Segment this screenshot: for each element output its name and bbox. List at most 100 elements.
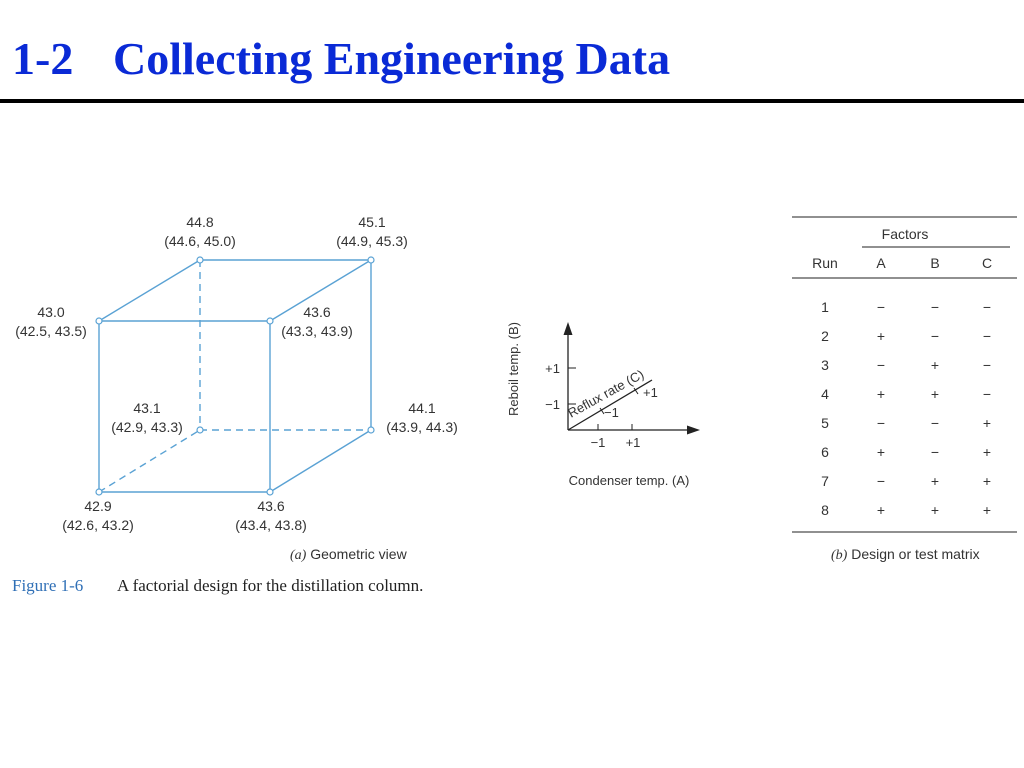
label-back-bottom-left-value: 43.1 <box>133 400 160 416</box>
table-cell: + <box>877 386 885 402</box>
figure-caption: Figure 1-6 A factorial design for the dis… <box>12 576 423 595</box>
z-plus-label: +1 <box>643 385 658 400</box>
vertex-front-top-right <box>266 317 274 325</box>
figure-label: Figure 1-6 <box>12 576 83 595</box>
table-cell: − <box>931 328 939 344</box>
cube-edge-top-left-diagonal <box>98 259 201 322</box>
x-plus-label: +1 <box>626 435 641 450</box>
z-tick-minus <box>599 407 605 415</box>
cube-edge-hidden-diagonal <box>98 429 201 493</box>
y-axis-label: Reboil temp. (B) <box>506 322 521 416</box>
label-front-bottom-left-range: (42.6, 43.2) <box>62 517 134 533</box>
table-cell: + <box>931 386 939 402</box>
table-cell: 8 <box>821 502 829 518</box>
label-back-top-left-value: 44.8 <box>186 214 213 230</box>
table-row: 4 + + − <box>821 386 991 402</box>
col-header-c: C <box>982 255 992 271</box>
caption-design-matrix: (b) Design or test matrix <box>831 546 980 563</box>
table-cell: + <box>877 444 885 460</box>
table-row: 3 − + − <box>821 357 991 373</box>
table-row: 7 − + + <box>821 473 991 489</box>
table-cell: − <box>931 299 939 315</box>
table-cell: − <box>983 386 991 402</box>
table-cell: 7 <box>821 473 829 489</box>
vertex-back-top-right <box>367 256 375 264</box>
axes-key: +1 −1 −1 +1 −1 +1 Reflux rate (C) Reboil… <box>506 322 700 488</box>
table-cell: − <box>877 299 885 315</box>
table-cell: + <box>877 328 885 344</box>
y-axis-arrowhead <box>563 322 573 335</box>
table-row: 6+−+ <box>821 444 991 460</box>
label-front-top-left-range: (42.5, 43.5) <box>15 323 87 339</box>
col-header-run: Run <box>812 255 838 271</box>
table-cell: + <box>983 473 991 489</box>
label-front-top-left-value: 43.0 <box>37 304 64 320</box>
table-row: 1 − − − <box>821 299 991 315</box>
table-body: 1−−−2+−−3−+−4++−5−−+6+−+7−++8+++ <box>821 299 991 518</box>
caption-b-text: Design or test matrix <box>847 546 979 562</box>
x-axis-label: Condenser temp. (A) <box>569 473 690 488</box>
table-cell: 2 <box>821 328 829 344</box>
label-front-bottom-right-value: 43.6 <box>257 498 284 514</box>
table-cell: − <box>877 357 885 373</box>
table-cell: 4 <box>821 386 829 402</box>
table-cell: 1 <box>821 299 829 315</box>
vertex-front-bottom-right <box>266 488 274 496</box>
vertex-back-top-left <box>196 256 204 264</box>
table-row: 2 + − − <box>821 328 991 344</box>
label-back-top-right-value: 45.1 <box>358 214 385 230</box>
x-minus-label: −1 <box>591 435 606 450</box>
table-row: 5 − − + <box>821 415 991 431</box>
label-front-top-right-value: 43.6 <box>303 304 330 320</box>
design-matrix: Factors Run A B C 1−−−2+−−3−+−4++−5−−+6+… <box>792 216 1017 563</box>
z-minus-label: −1 <box>604 405 619 420</box>
vertex-back-bottom-right <box>367 426 375 434</box>
y-minus-label: −1 <box>545 397 560 412</box>
table-cell: + <box>983 415 991 431</box>
caption-a-letter: (a) <box>290 548 307 563</box>
z-axis-line <box>567 379 653 431</box>
figure-caption-text: A factorial design for the distillation … <box>117 576 423 595</box>
cube-diagram: 44.8 (44.6, 45.0) 45.1 (44.9, 45.3) 43.0… <box>15 214 458 563</box>
table-cell: − <box>931 415 939 431</box>
table-cell: − <box>983 299 991 315</box>
table-cell: 5 <box>821 415 829 431</box>
cube-edge-top-right-diagonal <box>269 259 372 322</box>
col-header-a: A <box>876 255 886 271</box>
label-back-top-left-range: (44.6, 45.0) <box>164 233 236 249</box>
table-cell: − <box>983 357 991 373</box>
table-cell: + <box>983 444 991 460</box>
table-cell: + <box>931 357 939 373</box>
caption-b-letter: (b) <box>831 548 848 563</box>
table-group-header: Factors <box>882 226 929 242</box>
vertex-front-top-left <box>95 317 103 325</box>
table-cell: − <box>877 415 885 431</box>
label-back-bottom-left-range: (42.9, 43.3) <box>111 419 183 435</box>
label-back-top-right-range: (44.9, 45.3) <box>336 233 408 249</box>
x-axis-arrowhead <box>687 425 700 435</box>
col-header-b: B <box>930 255 939 271</box>
label-front-bottom-left-value: 42.9 <box>84 498 111 514</box>
table-row: 8 + + + <box>821 502 991 518</box>
label-front-top-right-range: (43.3, 43.9) <box>281 323 353 339</box>
table-cell: − <box>931 444 939 460</box>
table-cell: − <box>983 328 991 344</box>
table-cell: + <box>931 502 939 518</box>
z-tick-plus <box>633 387 639 395</box>
caption-a-text: Geometric view <box>306 546 407 562</box>
section-number: 1-2 <box>12 33 74 84</box>
slide-title: 1-2 Collecting Engineering Data <box>12 36 670 82</box>
table-cell: + <box>931 473 939 489</box>
table-cell: + <box>983 502 991 518</box>
y-plus-label: +1 <box>545 361 560 376</box>
label-back-bottom-right-range: (43.9, 44.3) <box>386 419 458 435</box>
section-title: Collecting Engineering Data <box>113 33 671 84</box>
table-cell: 3 <box>821 357 829 373</box>
table-cell: + <box>877 502 885 518</box>
cube-edge-bottom-right-diagonal <box>269 429 372 493</box>
title-rule <box>0 99 1024 103</box>
caption-geometric-view: (a) Geometric view <box>290 546 408 563</box>
table-cell: − <box>877 473 885 489</box>
label-front-bottom-right-range: (43.4, 43.8) <box>235 517 307 533</box>
